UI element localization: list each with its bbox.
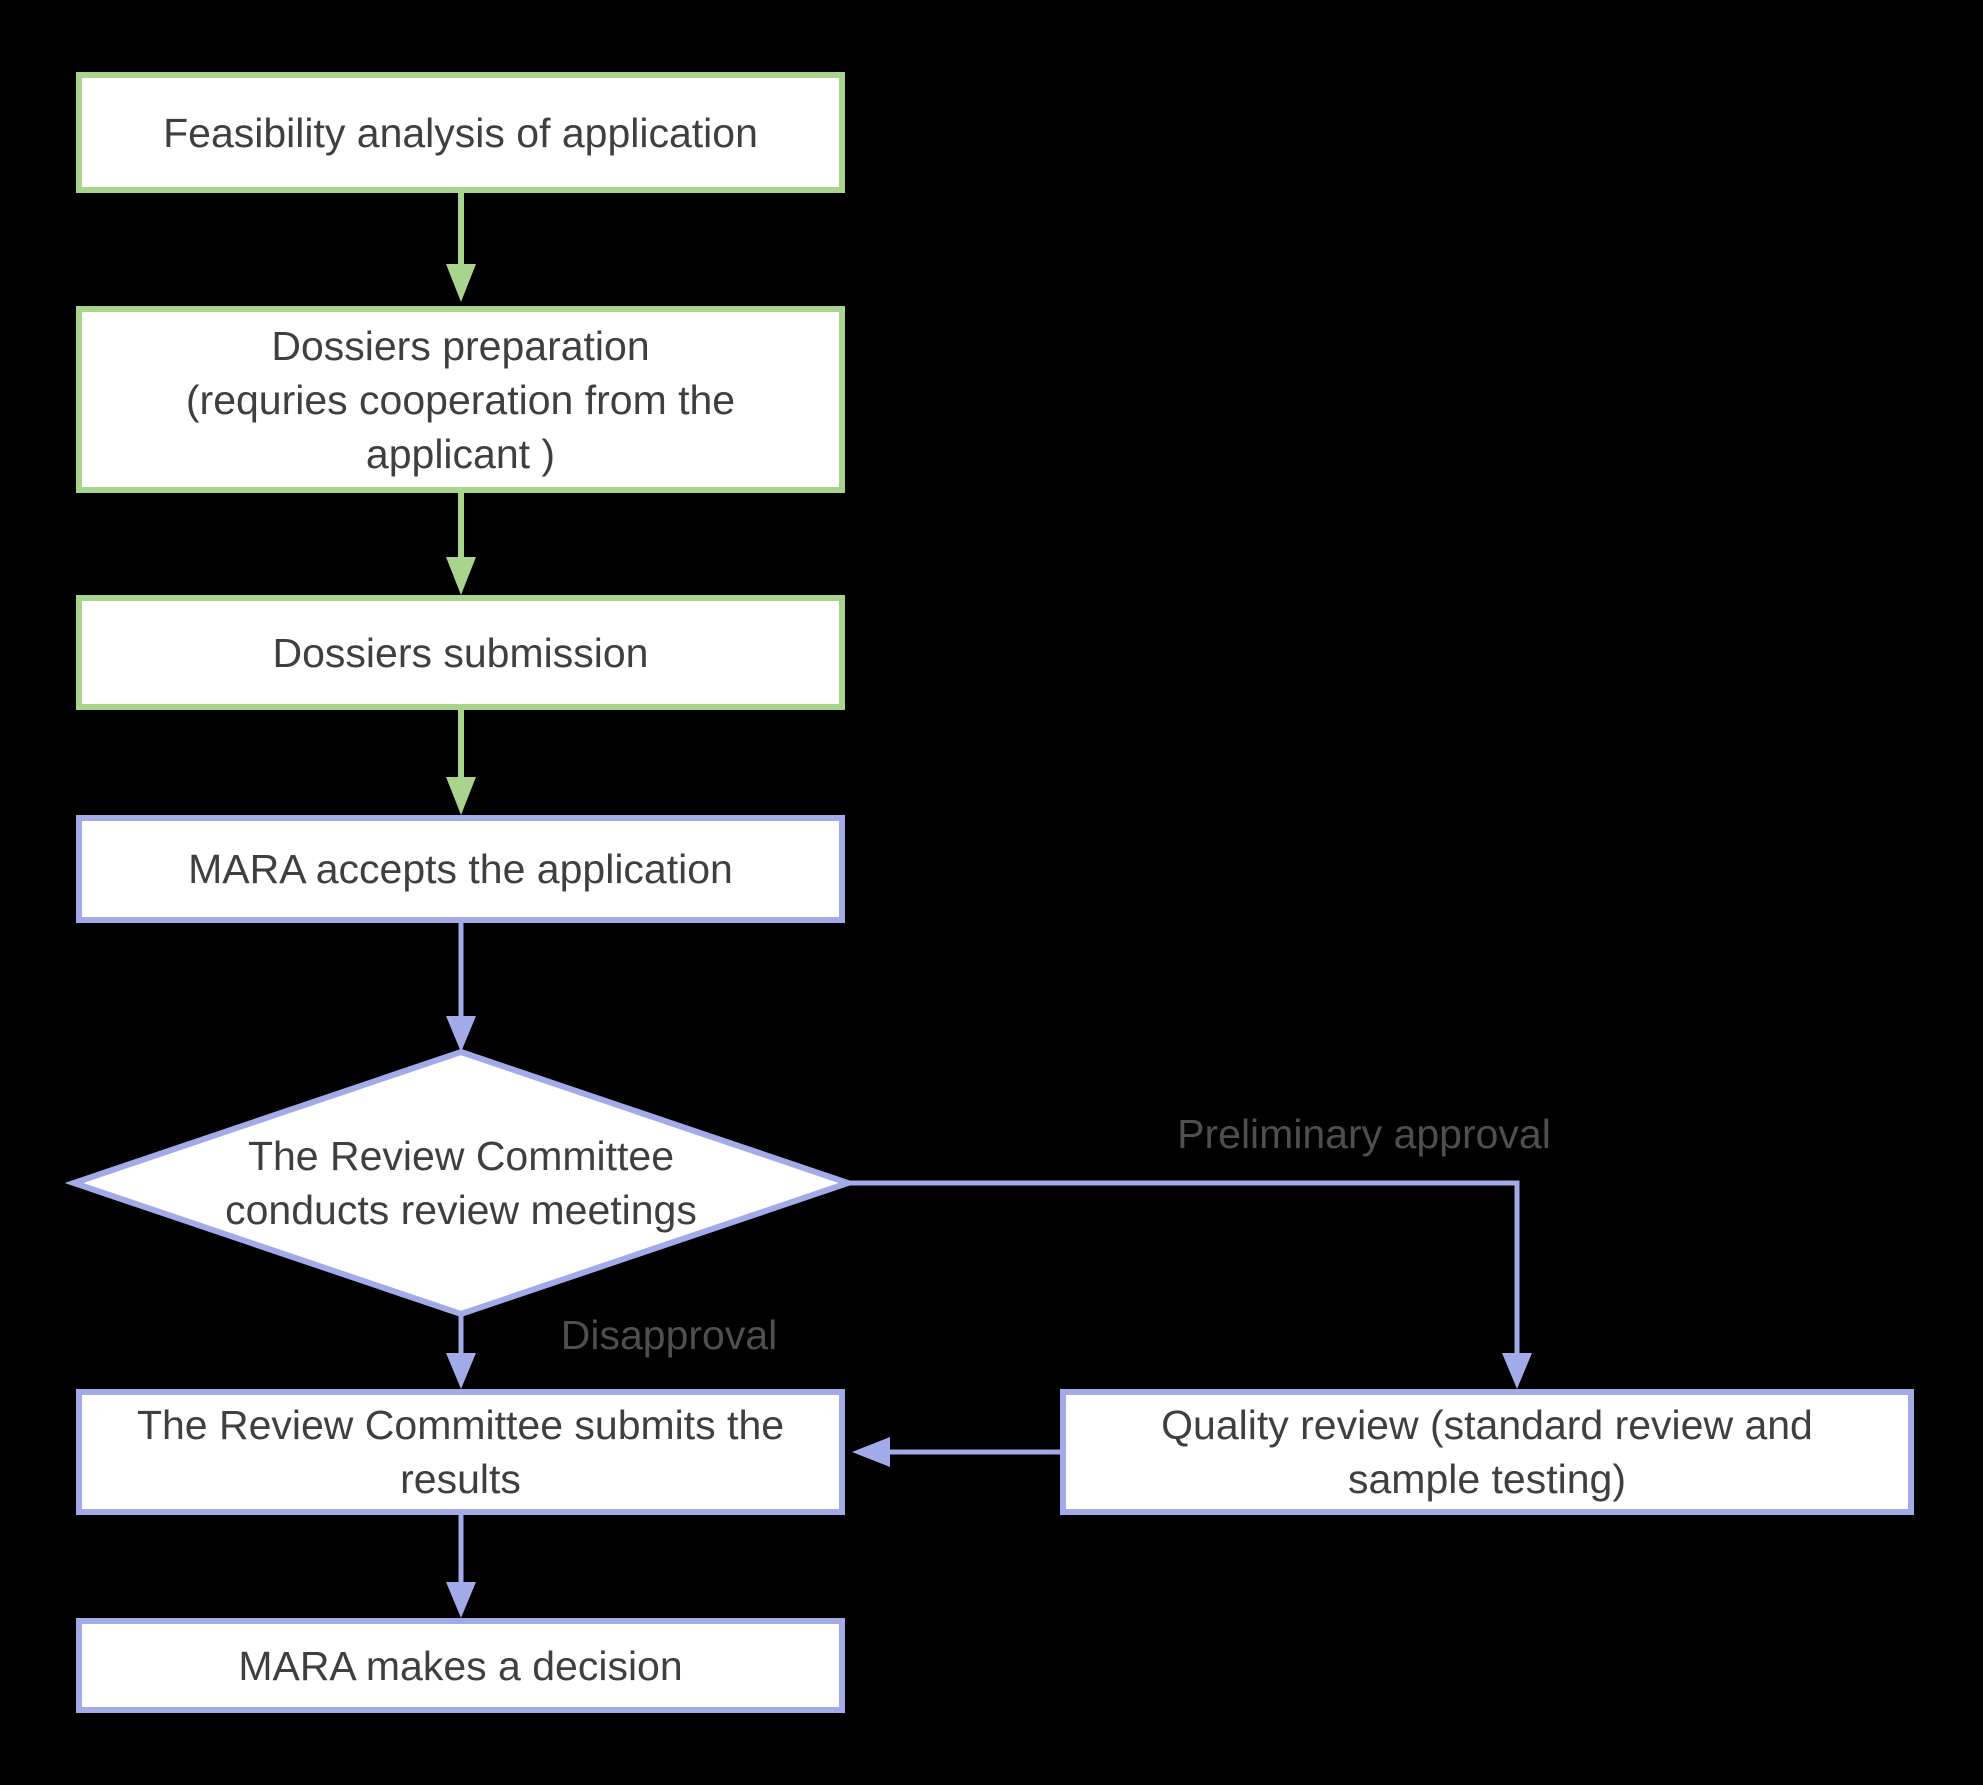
- node-quality-review-label-line2: sample testing): [1347, 1456, 1626, 1502]
- node-mara-accepts: MARA accepts the application: [76, 815, 845, 923]
- edge-label-disapproval: Disapproval: [560, 1312, 778, 1358]
- node-mara-decision: MARA makes a decision: [76, 1618, 845, 1713]
- node-dossiers-submission: Dossiers submission: [76, 595, 845, 710]
- node-dossiers-preparation: Dossiers preparation (requries cooperati…: [76, 306, 845, 493]
- arrow-preliminary-approval: [848, 1180, 1532, 1389]
- node-dossiers-preparation-label-line2: (requries cooperation from the: [185, 376, 736, 423]
- node-quality-review: Quality review (standard review and samp…: [1060, 1389, 1914, 1515]
- arrow-submits-to-decision: [446, 1515, 476, 1618]
- arrow-feasibility-to-preparation: [446, 193, 476, 302]
- arrow-accepts-to-review: [446, 923, 476, 1052]
- node-dossiers-submission-label: Dossiers submission: [272, 629, 649, 676]
- node-committee-submits-results: The Review Committee submits the results: [76, 1389, 845, 1515]
- node-feasibility-analysis-label: Feasibility analysis of application: [163, 109, 758, 156]
- arrow-quality-to-submits: [852, 1437, 1060, 1467]
- arrow-preparation-to-submission: [446, 493, 476, 595]
- decision-diamond-label: The Review Committee conducts review mee…: [81, 1129, 841, 1237]
- arrow-disapproval: [446, 1314, 476, 1389]
- node-committee-submits-results-label-line2: results: [400, 1456, 521, 1502]
- node-feasibility-analysis: Feasibility analysis of application: [76, 72, 845, 193]
- node-quality-review-label-line1: Quality review (standard review and: [1161, 1402, 1813, 1448]
- node-mara-accepts-label: MARA accepts the application: [188, 846, 733, 892]
- node-dossiers-preparation-label-line3: applicant ): [365, 430, 556, 477]
- edge-label-preliminary-approval: Preliminary approval: [1177, 1111, 1551, 1157]
- arrow-submission-to-accepts: [446, 710, 476, 815]
- decision-diamond-label-line2: conducts review meetings: [225, 1187, 697, 1233]
- node-committee-submits-results-label-line1: The Review Committee submits the: [136, 1402, 785, 1448]
- decision-diamond-label-line1: The Review Committee: [247, 1133, 675, 1179]
- node-dossiers-preparation-label-line1: Dossiers preparation: [271, 322, 650, 369]
- node-mara-decision-label: MARA makes a decision: [238, 1642, 683, 1689]
